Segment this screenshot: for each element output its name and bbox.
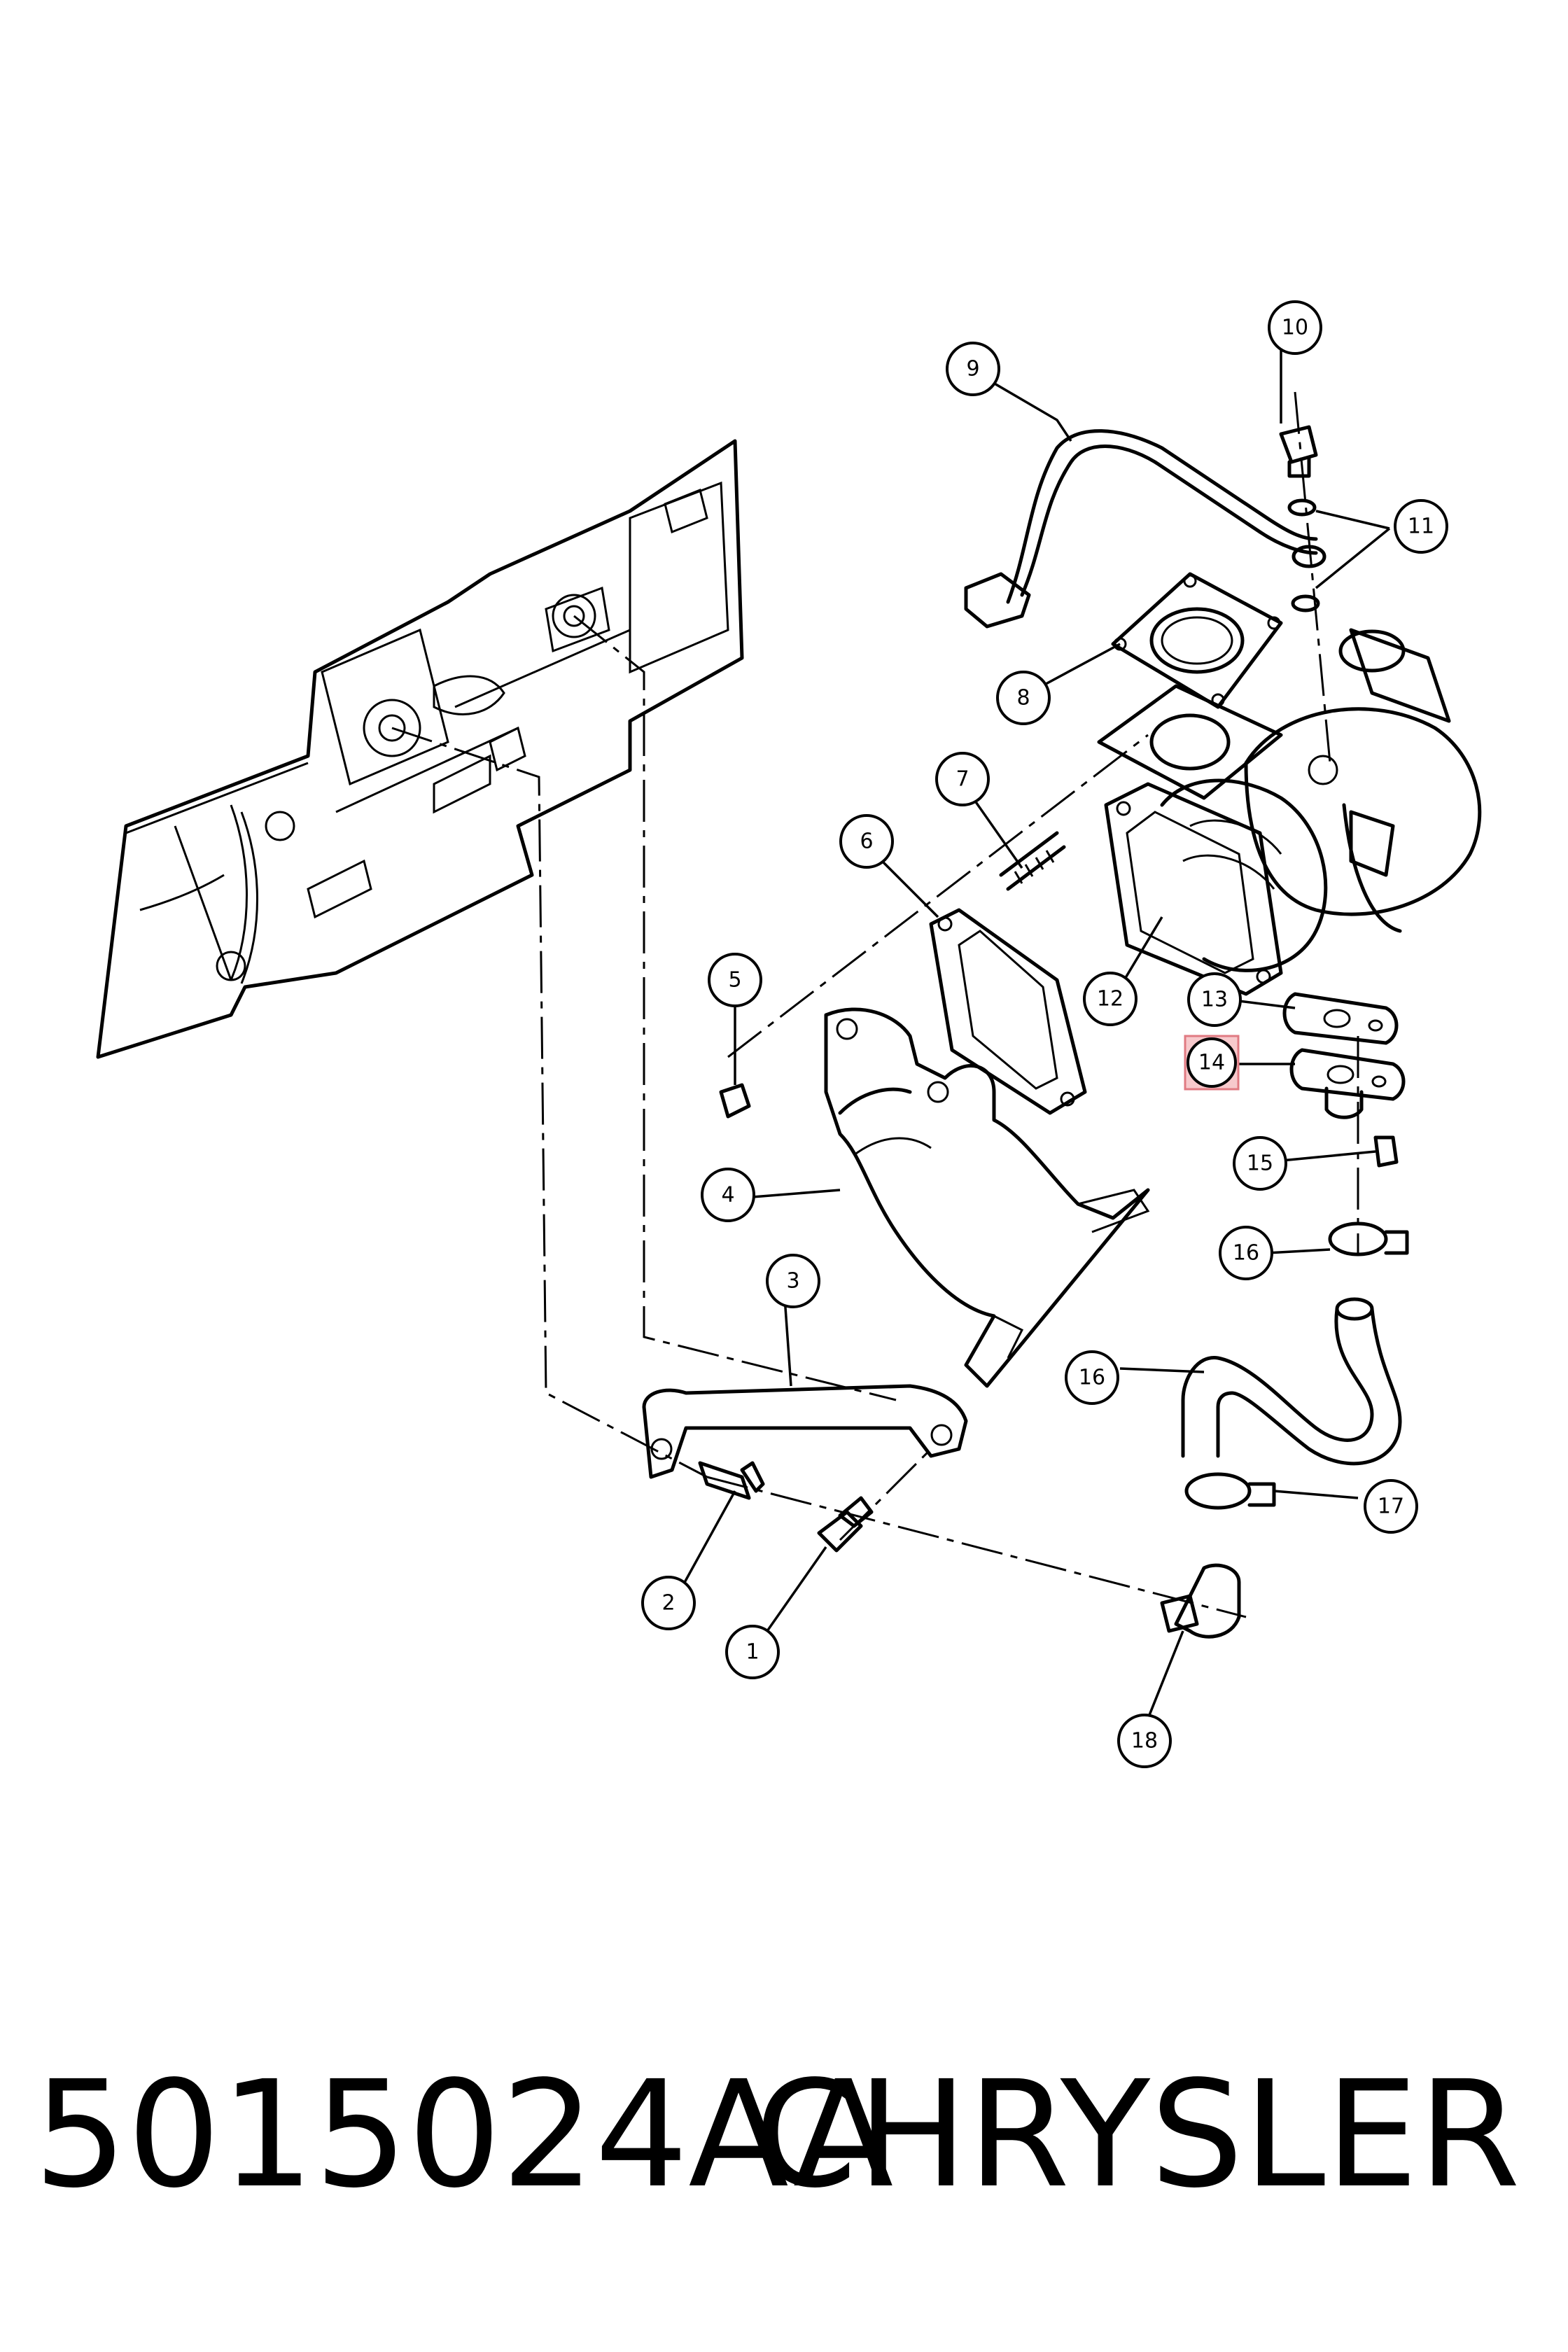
callout-label: 16 — [1079, 1366, 1105, 1390]
banjo-bolt — [1279, 425, 1320, 612]
flange-gasket-13 — [1282, 992, 1399, 1045]
callout-label: 10 — [1282, 316, 1308, 340]
exhaust-manifold — [824, 1007, 1150, 1388]
callout-label: 1 — [746, 1640, 759, 1665]
callout-12[interactable]: 12 — [1083, 972, 1138, 1026]
clamp-16-lower — [1184, 1472, 1276, 1510]
nut-5 — [719, 1083, 751, 1119]
callout-16-lower[interactable]: 17 — [1364, 1479, 1418, 1534]
callout-label: 7 — [955, 767, 969, 792]
callout-11[interactable]: 11 — [1394, 499, 1448, 554]
callout-10[interactable]: 10 — [1268, 300, 1322, 355]
callout-3[interactable]: 3 — [766, 1254, 820, 1308]
callout-2[interactable]: 2 — [641, 1576, 696, 1630]
callout-label: 6 — [860, 830, 873, 854]
fitting-18 — [1160, 1563, 1241, 1639]
callout-17[interactable]: 16 — [1065, 1350, 1119, 1405]
callout-label: 12 — [1097, 987, 1124, 1011]
oil-feed-line — [964, 429, 1326, 629]
callout-label: 18 — [1131, 1729, 1158, 1754]
callout-14[interactable]: 14 — [1184, 1035, 1240, 1091]
gasket-8 — [1111, 572, 1283, 709]
callout-label: 2 — [662, 1591, 675, 1616]
exploded-parts-diagram: 9 10 11 8 7 6 12 13 14 5 4 15 — [96, 300, 1482, 1768]
clamp-16-upper — [1328, 1222, 1409, 1256]
callout-18[interactable]: 18 — [1117, 1714, 1172, 1768]
part-number: 5015024AA — [34, 2049, 894, 2220]
turbocharger — [1097, 628, 1482, 972]
bracket-3 — [642, 1384, 968, 1479]
stud-15 — [1373, 1135, 1399, 1168]
bolt-2 — [698, 1461, 765, 1500]
callout-5[interactable]: 5 — [708, 953, 762, 1007]
callout-label: 11 — [1408, 514, 1434, 539]
callout-label: 17 — [1378, 1494, 1404, 1519]
caption: 5015024AA CHRYSLER — [0, 2030, 1568, 2240]
callout-15[interactable]: 15 — [1233, 1136, 1287, 1191]
hose-17 — [1181, 1297, 1402, 1466]
callout-16-upper[interactable]: 16 — [1219, 1226, 1273, 1280]
callout-13[interactable]: 13 — [1187, 972, 1242, 1027]
callout-label: 13 — [1201, 988, 1228, 1012]
callout-4[interactable]: 4 — [701, 1168, 755, 1222]
callout-label: 8 — [1016, 686, 1030, 710]
callout-6[interactable]: 6 — [839, 814, 894, 869]
callout-label: 9 — [966, 357, 979, 382]
callout-9[interactable]: 9 — [946, 342, 1000, 396]
callout-1[interactable]: 1 — [725, 1625, 780, 1679]
brand-name: CHRYSLER — [754, 2049, 1520, 2220]
callout-label: 3 — [786, 1269, 799, 1294]
callout-label: 14 — [1198, 1051, 1225, 1075]
callout-label: 4 — [721, 1183, 734, 1208]
callout-label: 15 — [1247, 1152, 1273, 1176]
stud-7 — [999, 831, 1066, 891]
callout-7[interactable]: 7 — [935, 752, 990, 806]
callout-8[interactable]: 8 — [996, 671, 1051, 725]
gasket-6 — [929, 908, 1087, 1115]
gasket-12 — [1104, 782, 1283, 996]
callout-label: 5 — [728, 968, 741, 993]
bolt-1 — [817, 1496, 874, 1553]
assembly-centerlines — [391, 391, 1359, 1618]
engine-block-drawing — [96, 439, 744, 1059]
callout-label: 16 — [1233, 1241, 1259, 1266]
flange-14 — [1289, 1048, 1406, 1119]
